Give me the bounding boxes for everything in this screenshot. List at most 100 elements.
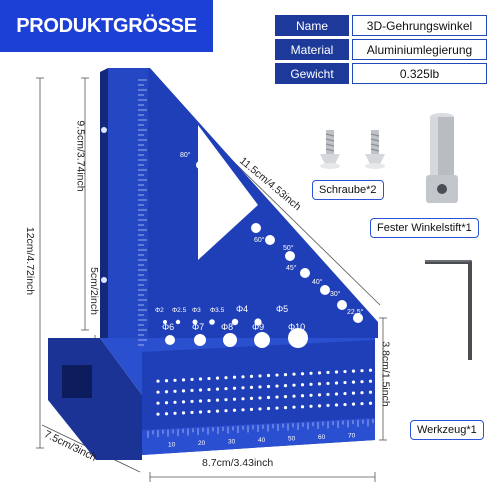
base-hole (292, 383, 296, 387)
base-hole (275, 395, 279, 399)
spec-table: Name 3D-Gehrungswinkel Material Aluminiu… (272, 12, 490, 87)
base-hole (300, 383, 305, 387)
dim-total-height: 12cm/4.72inch (24, 226, 37, 296)
screw-pair (320, 130, 385, 169)
angle-label: 67.5° (228, 207, 245, 215)
ruler-number: 40 (258, 437, 266, 444)
base-hole (292, 394, 296, 398)
base-hole (326, 403, 330, 408)
callout-tool: Werkzeug*1 (410, 420, 484, 440)
ruler-number: 50 (288, 435, 296, 442)
base-hole (266, 395, 271, 400)
ruler-number: 70 (348, 432, 356, 439)
base-hole (207, 376, 211, 381)
base-hole (181, 400, 186, 404)
dim-step-height: 5cm/2inch (87, 267, 100, 315)
base-hole (241, 408, 245, 412)
base-hole (334, 381, 339, 385)
base-hole (173, 400, 177, 404)
base-hole (283, 395, 288, 399)
base-hole (198, 377, 203, 381)
hole-size-label: Φ3.5 (210, 307, 225, 314)
spec-label: Gewicht (275, 63, 349, 84)
ruler-number: 20 (198, 440, 206, 447)
ruler-strip (108, 68, 148, 338)
base-hole (258, 374, 262, 378)
ruler-number: 60 (318, 434, 326, 441)
base-hole (258, 396, 262, 400)
base-hole (215, 409, 220, 413)
base-hole (232, 386, 237, 390)
base-hole (164, 412, 169, 416)
base-hole (241, 386, 245, 390)
base-hole (326, 381, 330, 386)
base-hole (156, 379, 160, 383)
hole-size-label: Φ9 (252, 322, 264, 332)
base-hole (190, 377, 194, 382)
base-hole (317, 371, 322, 375)
base-hole (241, 375, 245, 379)
base-hole (360, 402, 364, 406)
hole-size-label: Φ4 (236, 304, 248, 314)
dim-width: 8.7cm/3.43inch (202, 457, 274, 469)
base-hole (351, 402, 356, 406)
base-hole (258, 385, 262, 389)
base-hole (343, 402, 347, 407)
dim-base-thickness: 3.8cm/1.5inch (379, 341, 392, 407)
base-hole (317, 382, 322, 386)
spec-row-name: Name 3D-Gehrungswinkel (275, 15, 487, 36)
angle-label: 22.5° (347, 308, 364, 316)
base-hole (309, 371, 313, 375)
angle-pin (426, 113, 458, 203)
base-hole (266, 384, 271, 389)
bottom-ruler-ticks (147, 419, 374, 438)
base-hole (283, 373, 288, 377)
base-hole (368, 368, 373, 372)
arm-side-face (100, 68, 108, 338)
hole-size-label: Φ7 (192, 322, 204, 332)
base-hole (173, 378, 177, 382)
base-hole (360, 380, 364, 384)
base-hole (249, 374, 254, 378)
base-hole (207, 387, 211, 392)
base-hole (351, 391, 356, 395)
base-hole (275, 373, 279, 377)
base-hole (181, 389, 186, 393)
base-hole (190, 410, 194, 415)
base-hole (215, 398, 220, 402)
base-hole (292, 405, 296, 409)
base-hole (258, 407, 262, 411)
base-hole (232, 375, 237, 379)
base-hole (275, 406, 279, 410)
base-hole (275, 384, 279, 388)
base-hole-grid (156, 368, 373, 416)
base-hole (334, 370, 339, 374)
base-hole (317, 393, 322, 397)
angle-label: 60° (254, 236, 265, 244)
base-hole (249, 385, 254, 389)
hole-size-label: Φ10 (288, 322, 305, 332)
bottom-ruler (142, 418, 375, 455)
dim-inner-height: 9.5cm/3.74inch (74, 120, 87, 192)
base-hole (300, 372, 305, 376)
ruler-number: 10 (168, 442, 176, 449)
hole-size-label: Φ3 (192, 307, 201, 314)
base-hole (266, 373, 271, 378)
base-hole (292, 372, 296, 376)
base-hole (283, 406, 288, 410)
base-hole (181, 411, 186, 415)
hex-key (425, 260, 472, 360)
spec-value: 0.325lb (352, 63, 487, 84)
base-hole (173, 411, 177, 415)
base-hole (351, 369, 356, 373)
hole-size-label: Φ8 (221, 322, 233, 332)
base-hole (164, 401, 169, 405)
angle-label: 45° (286, 264, 297, 272)
spec-label: Name (275, 15, 349, 36)
hole-size-label: Φ2.5 (172, 307, 187, 314)
base-hole (224, 398, 228, 402)
base-hole (156, 390, 160, 394)
base-hole (224, 409, 228, 413)
base-hole (309, 404, 313, 408)
base-hole (207, 409, 211, 414)
